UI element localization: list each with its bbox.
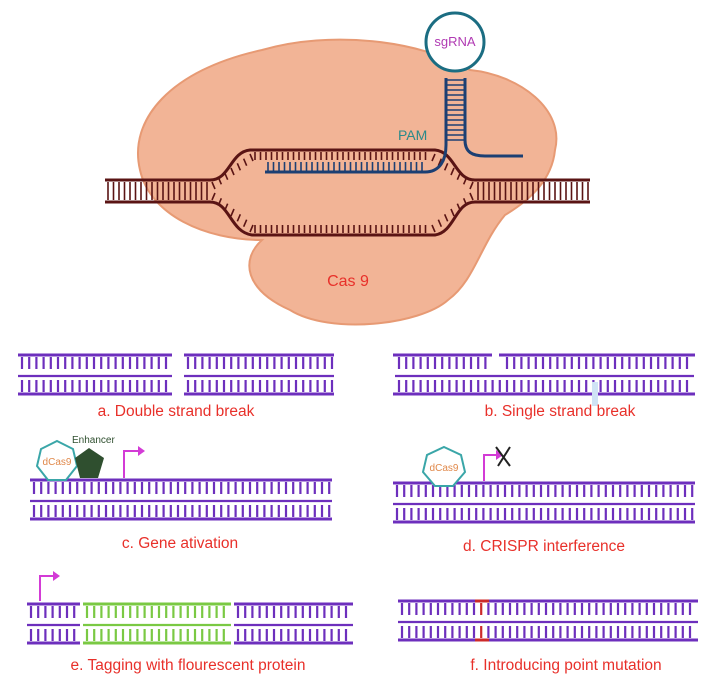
panel-e-caption: e. Tagging with flourescent protein [71, 657, 306, 674]
nick-marker [592, 382, 598, 406]
base-pair [211, 181, 216, 190]
cas9-complex: sgRNA PAM Cas 9 [105, 11, 590, 326]
dna-bottom-strand [105, 200, 590, 237]
promoter-arrow-icon [483, 450, 503, 481]
base-pair [236, 163, 242, 171]
base-pairs [395, 357, 694, 392]
dna-segment [18, 353, 172, 396]
promoter-arrow-icon [123, 446, 145, 478]
enhancer-label: Enhancer [72, 435, 115, 446]
base-pair [431, 224, 436, 233]
panel-b-caption: b. Single strand break [485, 403, 636, 420]
base-pair [443, 214, 449, 222]
panel-d-caption: d. CRISPR interference [463, 538, 625, 555]
base-pair [469, 181, 474, 190]
block-x-icon [495, 446, 511, 467]
cas9-label: Cas 9 [327, 273, 369, 290]
base-pair [249, 224, 254, 233]
panel-f-point-mutation: f. Introducing point mutation [398, 599, 698, 674]
base-pair [230, 208, 235, 217]
base-pair [431, 153, 436, 162]
pam-label: PAM [398, 127, 427, 143]
panel-a-caption: a. Double strand break [98, 403, 255, 420]
dna-segment [27, 602, 80, 645]
inserted-tag-segment [83, 602, 231, 645]
sgrna-loop [424, 11, 486, 73]
dcas9-label: dCas9 [43, 457, 72, 468]
base-pair [469, 192, 474, 201]
dna-segment [398, 599, 698, 642]
dna-segment [30, 478, 332, 521]
panel-c-caption: c. Gene ativation [122, 535, 238, 552]
panel-e-fluorescent-tagging: e. Tagging with flourescent protein [27, 571, 353, 674]
dna-segment [184, 353, 334, 396]
dna-segment [234, 602, 353, 645]
dna-top-strand [105, 148, 590, 182]
panel-b-single-strand-break: b. Single strand break [393, 353, 695, 420]
sgrna-tail [463, 78, 523, 158]
dna-segment [393, 481, 695, 524]
dna-base-pairs [107, 79, 589, 233]
panel-c-gene-activation: dCas9 Enhancer c. Gene ativation [30, 435, 332, 552]
base-pair [230, 167, 235, 176]
base-pair [236, 214, 242, 222]
base-pair [437, 158, 443, 166]
sgrna-label: sgRNA [434, 34, 476, 49]
dcas9-heptagon-icon [421, 445, 467, 487]
base-pair [437, 219, 443, 227]
enhancer-pentagon-icon [75, 448, 104, 478]
promoter-arrow-icon [39, 571, 60, 601]
base-pair [443, 163, 449, 171]
sgrna-guide-strand [265, 78, 448, 174]
base-pair [242, 158, 248, 166]
base-pair [242, 219, 248, 227]
base-pair [450, 208, 455, 217]
dcas9-label: dCas9 [430, 463, 459, 474]
base-pair [211, 192, 216, 201]
panel-f-caption: f. Introducing point mutation [470, 657, 661, 674]
panel-d-crispr-interference: dCas9 d. CRISPR interference [393, 445, 695, 555]
base-pair [249, 153, 254, 162]
dcas9-heptagon-icon [35, 439, 79, 481]
panel-a-double-strand-break: a. Double strand break [18, 353, 334, 420]
base-pair [450, 167, 455, 176]
